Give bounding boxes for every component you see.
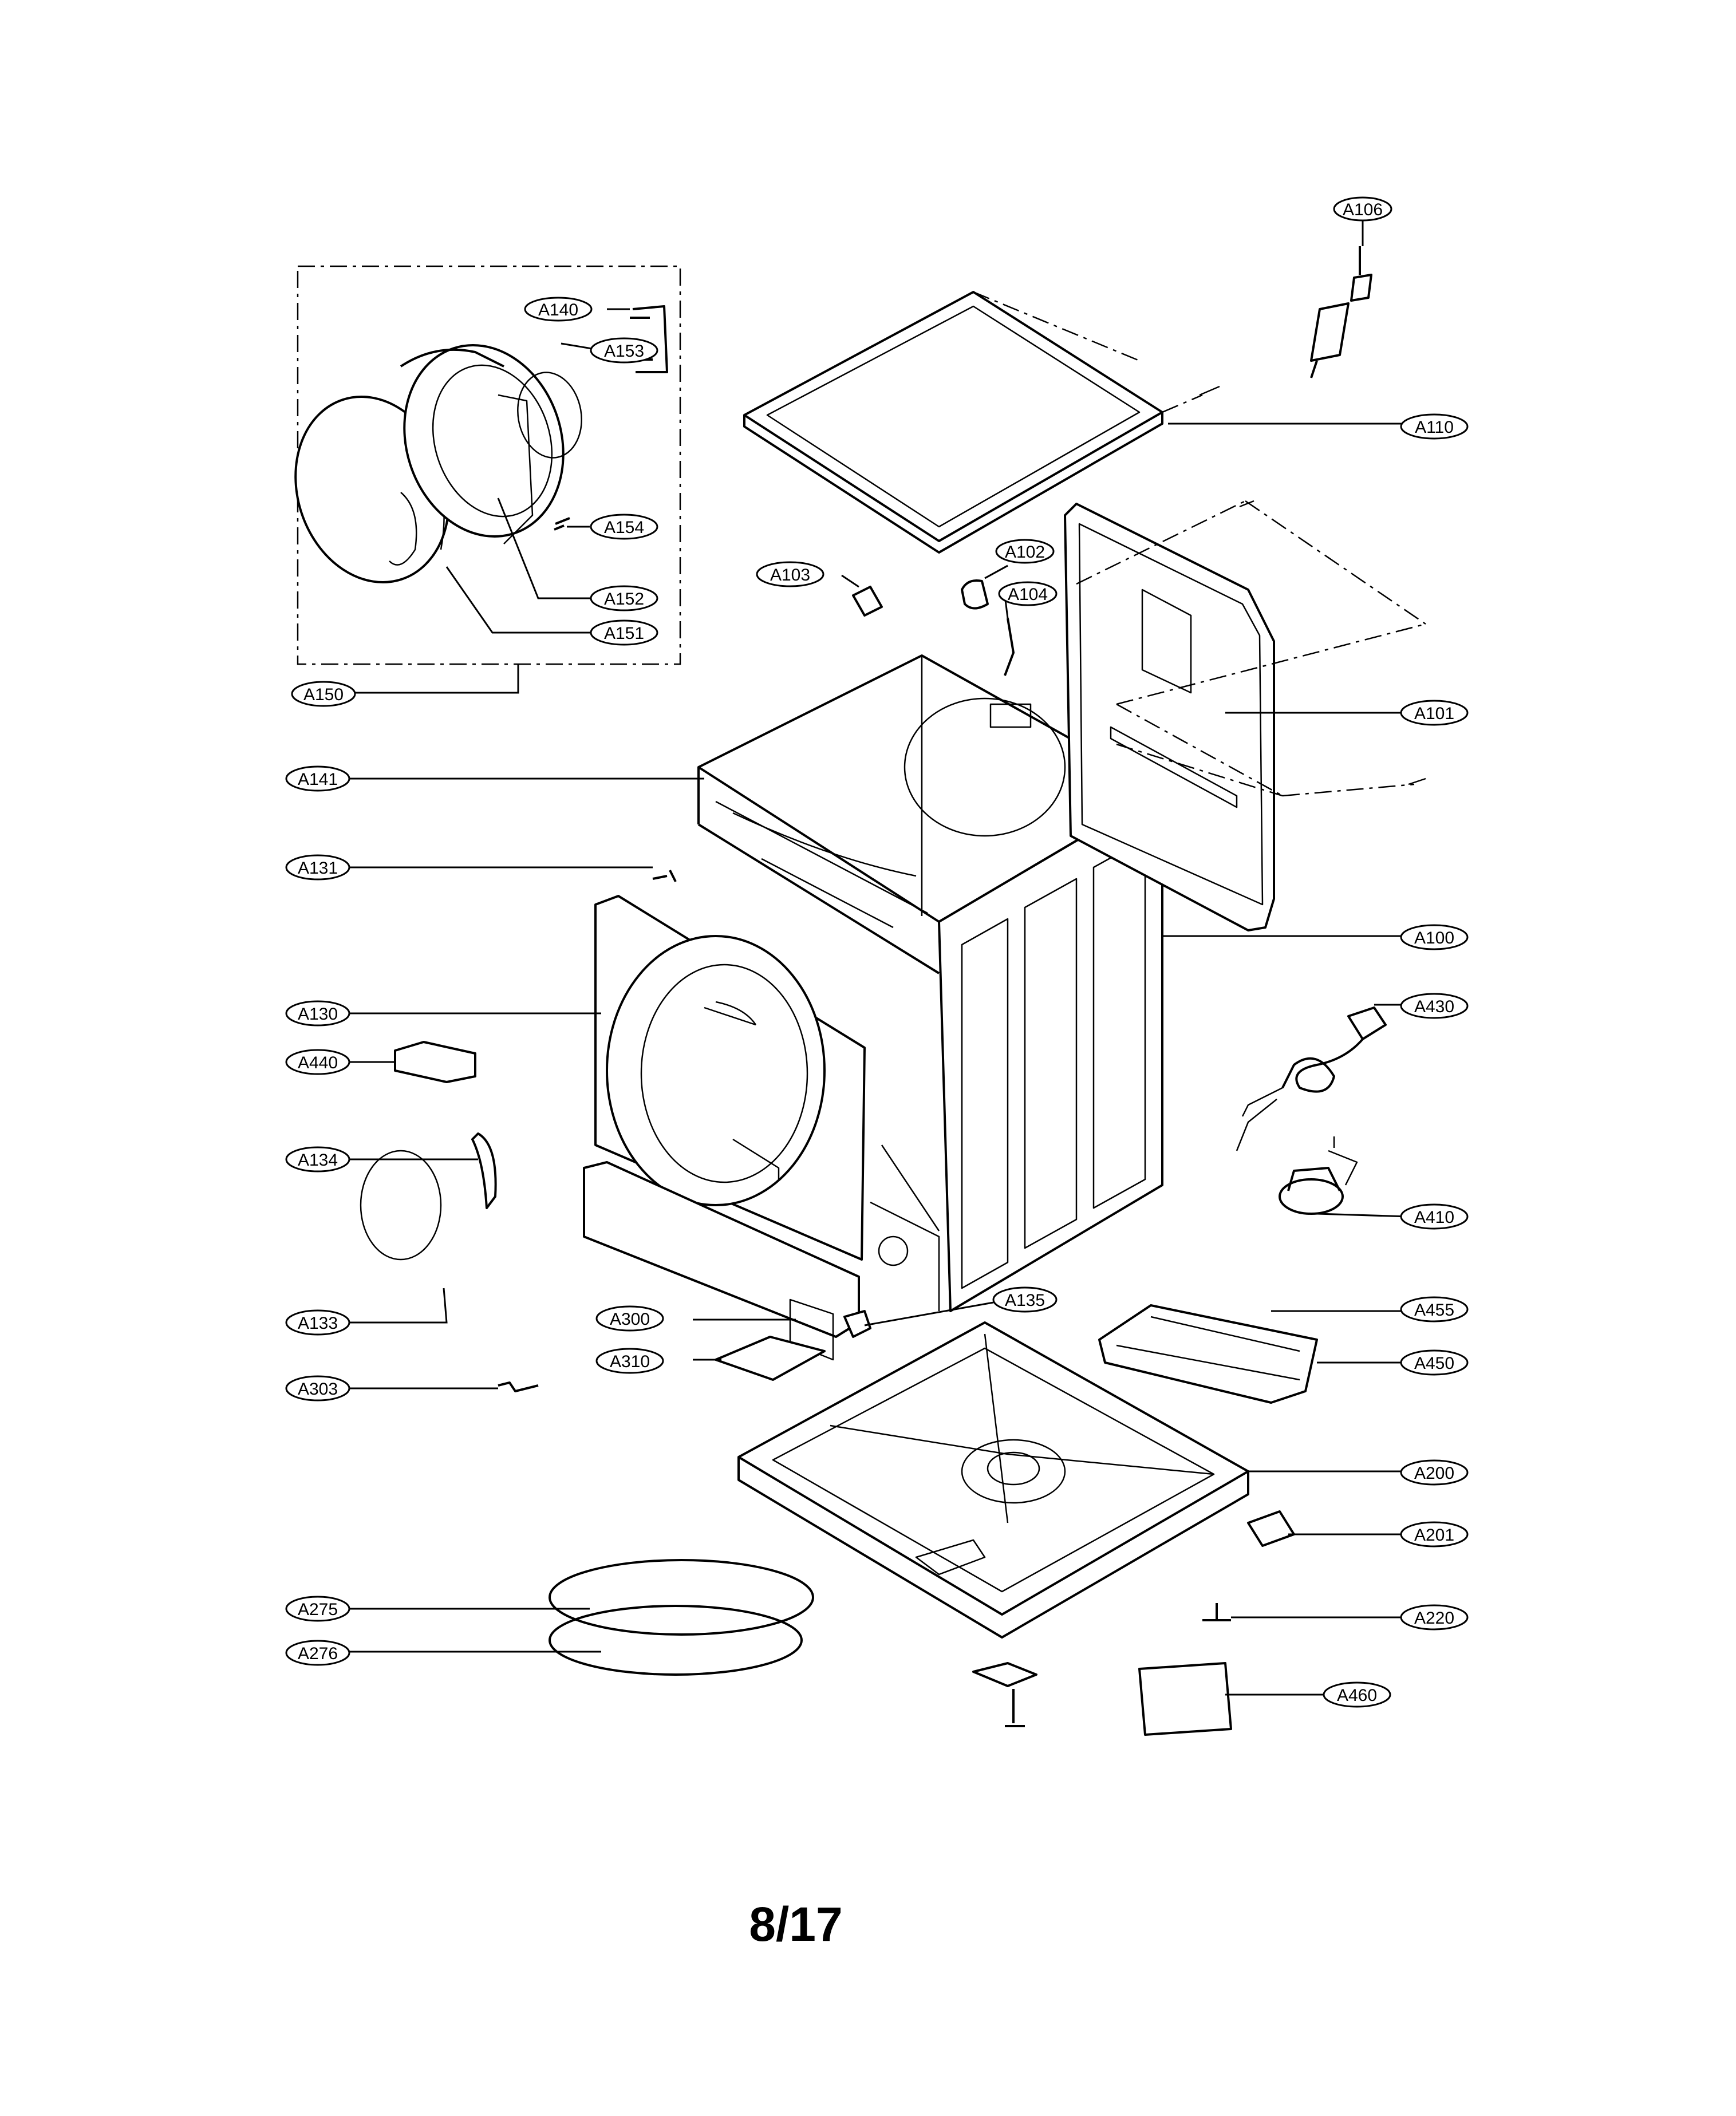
badge-a134-part <box>471 1132 497 1209</box>
callout-A460: A460 <box>1323 1681 1391 1708</box>
callout-A303: A303 <box>285 1375 350 1402</box>
svg-text:A460: A460 <box>1337 1686 1377 1705</box>
svg-text:A220: A220 <box>1414 1609 1454 1628</box>
svg-text:A104: A104 <box>1008 585 1048 604</box>
svg-text:A140: A140 <box>538 301 578 319</box>
top-plate-part <box>743 291 1220 554</box>
svg-text:A106: A106 <box>1343 200 1383 219</box>
svg-text:A103: A103 <box>770 566 810 585</box>
callout-A151: A151 <box>590 619 658 646</box>
callout-A201: A201 <box>1400 1521 1469 1547</box>
shock-absorber-part <box>1310 246 1372 378</box>
svg-text:A153: A153 <box>604 342 644 361</box>
callout-A140: A140 <box>524 297 593 322</box>
callout-A102: A102 <box>995 539 1055 564</box>
svg-text:A151: A151 <box>604 624 644 643</box>
svg-text:A440: A440 <box>298 1053 338 1072</box>
power-cord-part <box>1236 1006 1387 1151</box>
callout-A104: A104 <box>998 581 1058 606</box>
callout-A276: A276 <box>285 1640 350 1666</box>
svg-text:A450: A450 <box>1414 1354 1454 1373</box>
bracket-a201-part <box>1247 1510 1295 1547</box>
svg-text:A130: A130 <box>298 1005 338 1024</box>
svg-text:A300: A300 <box>610 1310 650 1329</box>
svg-text:A134: A134 <box>298 1151 338 1170</box>
bracket-a103-part <box>852 586 883 617</box>
svg-text:A150: A150 <box>303 685 344 704</box>
callout-A310: A310 <box>595 1348 664 1374</box>
svg-text:A410: A410 <box>1414 1208 1454 1227</box>
sensor-a104-part <box>1004 618 1015 676</box>
callout-A134: A134 <box>285 1146 350 1173</box>
callout-A135: A135 <box>992 1286 1058 1313</box>
callout-A150: A150 <box>291 681 356 707</box>
callout-A101: A101 <box>1400 700 1469 726</box>
svg-text:A141: A141 <box>298 770 338 789</box>
callout-A154: A154 <box>590 514 658 540</box>
callout-A152: A152 <box>590 585 658 611</box>
callout-A141: A141 <box>285 765 350 792</box>
spring-a303-part <box>498 1381 539 1392</box>
pump-part <box>1279 1136 1358 1215</box>
svg-text:A100: A100 <box>1414 929 1454 948</box>
back-panel-part <box>1064 500 1426 931</box>
svg-text:A303: A303 <box>298 1380 338 1399</box>
svg-text:A102: A102 <box>1005 543 1045 562</box>
svg-text:A200: A200 <box>1414 1464 1454 1483</box>
svg-text:A275: A275 <box>298 1600 338 1619</box>
cabinet-part <box>697 654 1163 1312</box>
svg-text:A201: A201 <box>1414 1526 1454 1545</box>
leader-lines <box>341 218 1409 1696</box>
svg-text:A110: A110 <box>1415 418 1454 437</box>
svg-text:A101: A101 <box>1414 704 1454 723</box>
leg-bottom-part <box>972 1662 1037 1687</box>
callout-A130: A130 <box>285 1000 350 1027</box>
callout-A430: A430 <box>1400 993 1469 1019</box>
svg-text:A133: A133 <box>298 1314 338 1333</box>
svg-text:A135: A135 <box>1005 1291 1045 1310</box>
callout-A133: A133 <box>285 1309 350 1336</box>
svg-text:A430: A430 <box>1414 997 1454 1016</box>
leg-a220-part <box>1202 1603 1231 1621</box>
svg-text:A131: A131 <box>298 859 338 878</box>
callout-A110: A110 <box>1400 413 1469 440</box>
callout-A440: A440 <box>285 1049 350 1075</box>
callout-A450: A450 <box>1400 1349 1469 1376</box>
callout-A220: A220 <box>1400 1604 1469 1631</box>
svg-text:A276: A276 <box>298 1644 338 1663</box>
callout-A455: A455 <box>1400 1296 1469 1322</box>
filter-a460-part <box>1138 1662 1232 1736</box>
door-pin-part <box>554 517 570 531</box>
controller-part <box>1098 1304 1318 1404</box>
callout-A200: A200 <box>1400 1459 1469 1486</box>
callout-A410: A410 <box>1400 1203 1469 1230</box>
screw-a131-part <box>652 870 677 882</box>
svg-text:A455: A455 <box>1414 1301 1454 1320</box>
svg-text:A310: A310 <box>610 1352 650 1371</box>
callout-A153: A153 <box>590 337 658 364</box>
callout-A100: A100 <box>1400 924 1469 950</box>
callout-A275: A275 <box>285 1596 350 1622</box>
leg-screw-part <box>1005 1689 1025 1727</box>
front-panel-part <box>594 895 866 1261</box>
page-number: 8/17 <box>749 1897 843 1951</box>
inlet-hoses-part <box>549 1559 814 1676</box>
callout-A131: A131 <box>285 854 350 881</box>
callout-A300: A300 <box>595 1305 664 1332</box>
gasket-wire-a133-part <box>360 1150 442 1261</box>
plug-a135-part <box>843 1310 871 1338</box>
svg-text:A152: A152 <box>604 590 644 609</box>
svg-text:A154: A154 <box>604 518 644 537</box>
callout-A103: A103 <box>756 561 824 587</box>
door-assembly-leader <box>352 664 519 694</box>
valve-a102-part <box>961 579 989 610</box>
door-frame-part <box>400 344 582 544</box>
callout-A106: A106 <box>1333 196 1392 222</box>
lock-a440-part <box>394 1041 476 1083</box>
